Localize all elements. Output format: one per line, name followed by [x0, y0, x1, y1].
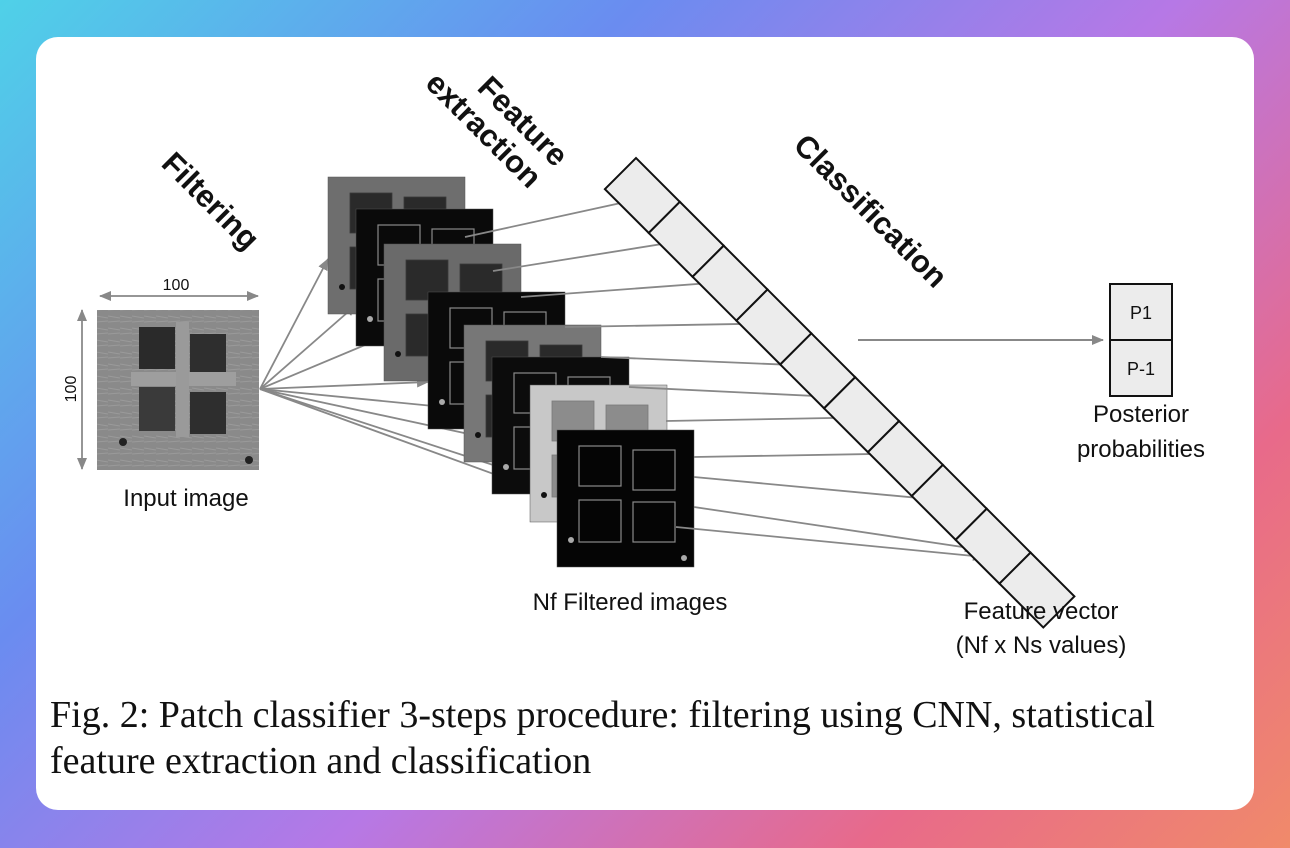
- height-label: 100: [63, 376, 80, 403]
- pipeline-diagram: Filtering Feature extraction Classificat…: [63, 65, 1205, 659]
- figure-caption: Fig. 2: Patch classifier 3-steps procedu…: [50, 694, 1155, 782]
- feature-vector-sublabel: (Nf x Ns values): [956, 632, 1127, 659]
- filter-arrow: [259, 377, 429, 390]
- figure-card: Filtering Feature extraction Classificat…: [36, 37, 1254, 810]
- posterior-boxes: P1 P-1: [1109, 283, 1173, 397]
- feature-arrow: [693, 506, 977, 553]
- feature-arrow: [675, 526, 985, 561]
- feature-vector: [603, 156, 1076, 629]
- filter-arrow: [259, 304, 357, 390]
- filtered-image-tile: [556, 429, 695, 568]
- input-image-caption: Input image: [123, 485, 248, 512]
- filtered-images-label: Nf Filtered images: [533, 589, 728, 616]
- width-dimension: 100: [99, 277, 259, 301]
- filter-arrow: [259, 388, 493, 442]
- p1-label: P1: [1130, 303, 1152, 323]
- feature-arrow: [628, 386, 837, 402]
- feature-vector-cell: [998, 551, 1076, 629]
- width-label: 100: [163, 277, 190, 294]
- posterior-label: Posterior: [1093, 401, 1189, 428]
- filter-arrow: [259, 388, 531, 479]
- height-dimension: 100: [63, 309, 87, 470]
- feature-vector-label: Feature vector: [964, 598, 1119, 625]
- filtered-image-stack: [327, 176, 695, 568]
- classification-stage-label: Classification: [787, 127, 954, 294]
- input-image: [97, 310, 259, 470]
- filtering-stage-label: Filtering: [155, 145, 266, 256]
- filter-arrow: [259, 258, 329, 390]
- feature-arrow: [693, 476, 952, 505]
- p-minus1-label: P-1: [1127, 359, 1155, 379]
- posterior-sublabel: probabilities: [1077, 436, 1205, 463]
